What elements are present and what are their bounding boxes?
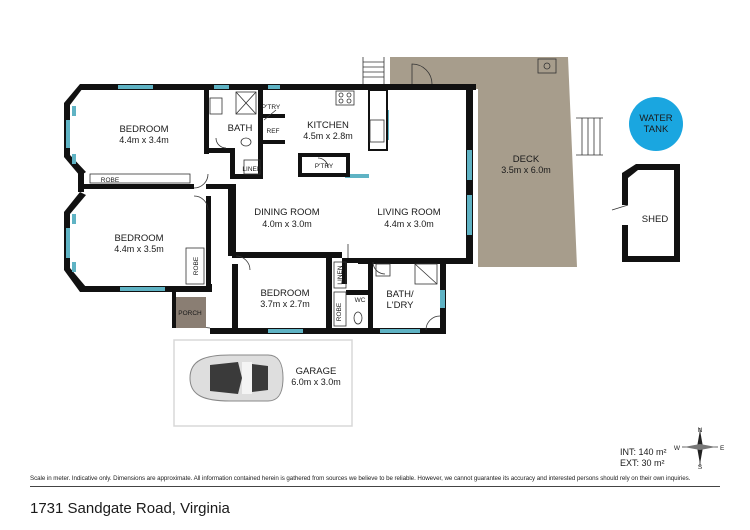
svg-text:W: W <box>674 445 681 452</box>
shower <box>235 91 257 115</box>
int-area: INT: 140 m² <box>620 447 667 457</box>
bedroom3-dims: 3.7m x 2.7m <box>260 299 310 309</box>
kitchen-island <box>298 153 350 177</box>
bedroom2-dims: 4.4m x 3.5m <box>114 244 164 254</box>
kitchen-name: KITCHEN <box>307 120 349 131</box>
porch-label: PORCH <box>178 310 202 317</box>
disclaimer-text: Scale in meter. Indicative only. Dimensi… <box>30 475 691 482</box>
property-address: 1731 Sandgate Road, Virginia <box>30 500 230 517</box>
dining-name: DINING ROOM <box>254 207 320 218</box>
shed-walls <box>622 164 680 262</box>
wc-toilet-icon <box>353 311 363 325</box>
area-summary: INT: 140 m² EXT: 30 m² <box>620 447 667 469</box>
deck-name: DECK <box>513 154 540 165</box>
laundry-shower <box>414 263 438 285</box>
dining-dims: 4.0m x 3.0m <box>262 219 312 229</box>
robe-bedroom1 <box>89 173 191 184</box>
garage-dims: 6.0m x 3.0m <box>291 377 341 387</box>
deck-area <box>390 57 577 267</box>
cooktop-icon <box>335 90 355 106</box>
deck-stairs-top <box>362 57 385 84</box>
pantry-label-1: P'TRY <box>262 104 281 111</box>
doors <box>193 109 441 331</box>
robe-bedroom2 <box>185 247 205 285</box>
bath-laundry-name-2: L'DRY <box>387 300 415 311</box>
robe-label-2: ROBE <box>193 256 200 275</box>
linen-label-1: LINEN <box>242 166 261 173</box>
ref-label: REF <box>267 128 280 135</box>
linen-label-2: LINEN <box>337 265 344 284</box>
kitchen-dims: 4.5m x 2.8m <box>303 131 353 141</box>
deck-sink <box>537 58 557 74</box>
bath-laundry-name-1: BATH/ <box>386 289 414 300</box>
shed-label: SHED <box>642 214 669 225</box>
garage-name: GARAGE <box>296 366 337 377</box>
svg-text:N: N <box>698 427 703 434</box>
bedroom3-name: BEDROOM <box>260 288 309 299</box>
deck-dims: 3.5m x 6.0m <box>501 165 551 175</box>
svg-text:S: S <box>698 464 703 471</box>
footer-divider <box>30 486 720 487</box>
living-dims: 4.4m x 3.0m <box>384 219 434 229</box>
bedroom1-dims: 4.4m x 3.4m <box>119 135 169 145</box>
water-tank-label-2: TANK <box>644 124 669 135</box>
water-tank <box>629 97 683 151</box>
bath-name: BATH <box>228 123 253 134</box>
toilet-icon <box>240 137 252 147</box>
deck-door <box>411 63 433 85</box>
svg-text:E: E <box>720 445 725 452</box>
water-tank-label-1: WATER <box>639 113 672 124</box>
compass-icon: N S E W <box>674 427 725 471</box>
linen-bath <box>333 261 347 289</box>
wc-label: WC <box>355 297 366 304</box>
linen-top <box>243 159 261 175</box>
bedroom2-name: BEDROOM <box>114 233 163 244</box>
robe-label-3: ROBE <box>336 302 343 321</box>
robe-label-1: ROBE <box>101 177 120 184</box>
living-name: LIVING ROOM <box>377 207 440 218</box>
pantry-label-2: P'TRY <box>315 163 334 170</box>
porch-area <box>176 297 206 328</box>
robe-bedroom3 <box>333 291 347 327</box>
bedroom1-name: BEDROOM <box>119 124 168 135</box>
ext-area: EXT: 30 m² <box>620 458 665 468</box>
deck-stairs-right <box>576 117 603 156</box>
car-icon <box>189 354 284 402</box>
